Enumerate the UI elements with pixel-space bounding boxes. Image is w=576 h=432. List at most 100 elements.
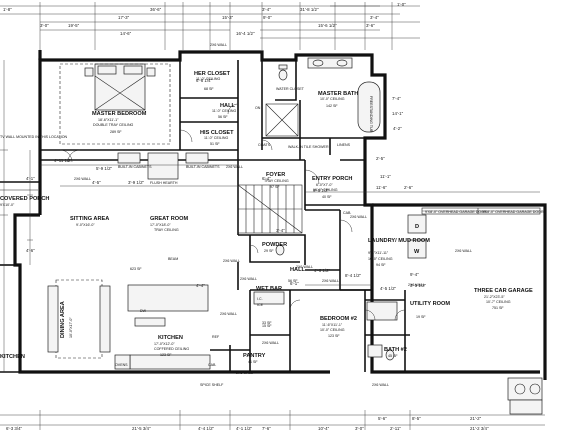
dim-top-4: 15'-3" bbox=[222, 15, 234, 20]
wall-tag-4: 2X6 WALL bbox=[223, 259, 240, 263]
room-kitchen-left: KITCHEN bbox=[0, 354, 25, 360]
wall-tag-5: 2X6 WALL bbox=[220, 312, 237, 316]
dim-top-9: 9'-0" bbox=[263, 15, 272, 20]
dim-left-6: 4'-2" bbox=[393, 126, 402, 131]
dim-mid-2: 6'-6 1/4" bbox=[196, 78, 213, 83]
dim-bottom-8: 3'-0" bbox=[355, 426, 364, 431]
room-hall-2-area: 56 SF bbox=[288, 279, 298, 283]
room-master-bath: MASTER BATH bbox=[318, 91, 358, 97]
room-master-bedroom-size: 18'-6"X11'-1" bbox=[98, 118, 119, 122]
wall-tag-9: 2X6 WALL bbox=[455, 249, 472, 253]
dim-top-13: 14'-6" bbox=[120, 31, 132, 36]
dim-top-14: 16'-4 1/2" bbox=[236, 31, 255, 36]
room-master-bedroom-ceiling: DOUBLE TRAY CEILING bbox=[93, 123, 134, 127]
dim-top-7: 15'-6 1/2" bbox=[318, 23, 337, 28]
room-bedroom-2-size: 11'-6"X11'-1" bbox=[322, 323, 343, 327]
room-her-closet: HER CLOSET bbox=[194, 71, 231, 77]
wall-tag-10: 2X6 WALL bbox=[372, 383, 389, 387]
dim-mid-4: 3'-9 1/2" bbox=[128, 180, 145, 185]
dim-mid-7: 6'-4" bbox=[262, 176, 271, 181]
wall-tag-2: 2X6 WALL bbox=[74, 177, 91, 181]
note-area-great: 623 SF bbox=[130, 267, 142, 271]
exterior-walls bbox=[0, 50, 547, 380]
room-covered-porch: COVERED PORCH bbox=[0, 196, 49, 202]
room-bedroom-2-ceiling: 10'-0" CEILING bbox=[320, 328, 345, 332]
dim-bottom-7: 5'-6" bbox=[378, 416, 387, 421]
dim-mid-5: 5'-9 1/2" bbox=[96, 166, 113, 171]
room-foyer: FOYER bbox=[266, 172, 285, 178]
note-ice: ICE bbox=[257, 303, 264, 307]
room-his-closet: HIS CLOSET bbox=[200, 130, 234, 136]
note-ovens: OVENS bbox=[115, 363, 128, 367]
room-wet-bar: WET BAR bbox=[256, 286, 282, 292]
note-area-33: 33 SF bbox=[262, 321, 272, 325]
room-bath-2: BATH #2 bbox=[384, 347, 407, 353]
room-kitchen: KITCHEN bbox=[158, 335, 183, 341]
label-linens: LINENS bbox=[337, 143, 351, 147]
note-area-15: 15 SF bbox=[262, 324, 272, 328]
room-entry-porch-size: 6'-0"X7'-0" bbox=[316, 183, 333, 187]
dim-left-3: 2'-5" bbox=[376, 156, 385, 161]
label-freestanding-tub: FREESTANDING TUB bbox=[369, 96, 373, 133]
label-water-closet: WATER CLOSET bbox=[276, 87, 305, 91]
dim-mid-8: 3'-4" bbox=[276, 228, 285, 233]
room-dining-area-size: 10'-0"X17'-0" bbox=[69, 317, 73, 338]
room-garage: THREE CAR GARAGE bbox=[474, 288, 533, 294]
dim-top-12: 19'-5" bbox=[68, 23, 80, 28]
dim-top-6: 31'-8 1/2" bbox=[300, 7, 319, 12]
room-utility-area: 19 SF bbox=[416, 315, 426, 319]
room-garage-size: 21'-2"X23'-5" bbox=[484, 295, 505, 299]
note-on: ON bbox=[255, 106, 261, 110]
note-builtin-2: BUILT-IN CABINETS bbox=[186, 165, 220, 169]
wall-tag-14: 2X6 WALL bbox=[408, 283, 425, 287]
room-garage-ceiling: 10'-7" CEILING bbox=[486, 300, 511, 304]
fixtures bbox=[47, 57, 427, 370]
dim-bottom-1: 6'-3 3/4" bbox=[6, 426, 23, 431]
note-builtin-1: BUILT-IN CABINETS bbox=[118, 165, 152, 169]
room-entry-porch-ceiling: 10'-0" CEILING bbox=[313, 188, 338, 192]
label-coats: COATS bbox=[258, 143, 271, 147]
room-kitchen-size: 17'-0"X12'-0" bbox=[154, 342, 175, 346]
dim-top-3: 36'-6" bbox=[150, 7, 162, 12]
room-pantry: PANTRY bbox=[243, 353, 266, 359]
dim-bottom-12: 21'-2 3/4" bbox=[470, 426, 489, 431]
dim-top-10: 1'-0" bbox=[397, 2, 406, 7]
dim-bottom-10: 8'-5" bbox=[412, 416, 421, 421]
dim-top-11: 3'-0" bbox=[40, 23, 49, 28]
dim-top-5: 3'-4" bbox=[262, 7, 271, 12]
wall-tag-6: 2X6 WALL bbox=[236, 371, 253, 375]
dim-mid-3: 4'-5" bbox=[92, 180, 101, 185]
room-master-bedroom-area: 289 SF bbox=[110, 130, 122, 134]
room-pantry-area: 41 SF bbox=[248, 360, 258, 364]
dim-mid-1: 4'-11 1/2" bbox=[54, 158, 73, 163]
note-ic: I.C. bbox=[257, 297, 263, 301]
mid-dimension-lines bbox=[40, 164, 540, 286]
note-flush-hearth: FLUSH HEARTH bbox=[150, 181, 178, 185]
room-sitting-area-size: 9'-0"X16'-0" bbox=[76, 223, 95, 227]
top-dimension-lines bbox=[0, 2, 420, 50]
room-bedroom-2-area: 123 SF bbox=[328, 334, 340, 338]
room-master-bedroom: MASTER BEDROOM bbox=[92, 111, 147, 117]
room-covered-porch-size: 9'X10'-0" bbox=[0, 203, 15, 207]
wall-tag-7: 2X6 WALL bbox=[296, 265, 313, 269]
dim-left-4: 14'-1" bbox=[392, 111, 404, 116]
dim-mid-15: 4'-4" bbox=[196, 283, 205, 288]
note-spice-shelf: SPICE SHELF bbox=[200, 383, 224, 387]
room-powder: POWDER bbox=[262, 242, 287, 248]
dim-bottom-5: 7'-6" bbox=[262, 426, 271, 431]
dim-bottom-11: 21'-2" bbox=[470, 416, 482, 421]
dim-top-8: 3'-4" bbox=[370, 15, 379, 20]
note-dw: DW bbox=[140, 309, 147, 313]
room-foyer-ceiling: TRAY CEILING bbox=[264, 179, 289, 183]
bottom-dimension-lines bbox=[0, 410, 545, 430]
garage-area bbox=[421, 207, 543, 415]
room-her-closet-ceiling: 11'-0" CEILING bbox=[196, 77, 220, 81]
wall-tag-12: 2X6 WALL bbox=[322, 279, 339, 283]
dim-top-2: 17'-3" bbox=[118, 15, 130, 20]
room-foyer-area: 97 SF bbox=[270, 185, 280, 189]
dim-mid-14: 6'-1" bbox=[290, 281, 299, 286]
dim-mid-16: 3'-5 1/2" bbox=[410, 283, 427, 288]
dim-bottom-6: 10'-4" bbox=[318, 426, 330, 431]
room-great-room-size: 17'-0"X18'-0" bbox=[150, 223, 171, 227]
room-laundry: LAUNDRY/ MUD ROOM bbox=[368, 238, 430, 244]
